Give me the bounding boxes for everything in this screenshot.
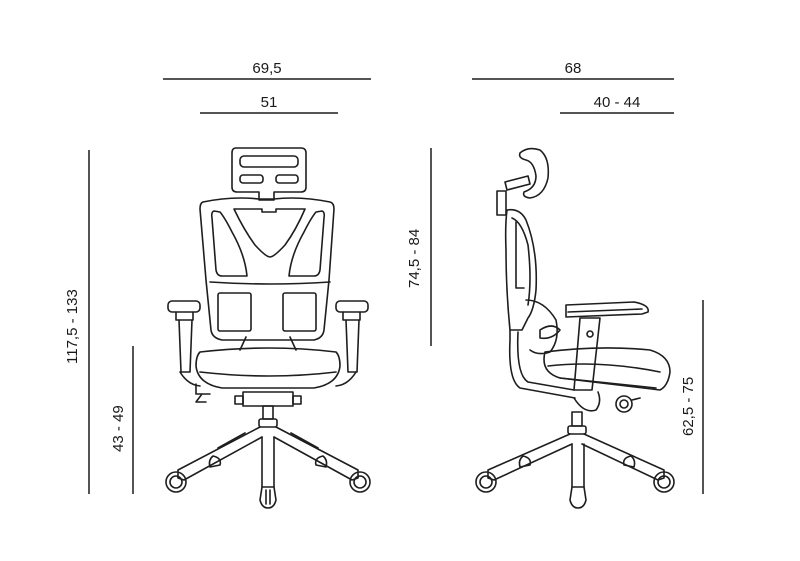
dimension-line-seat-height	[132, 346, 134, 494]
dimension-label-overall-depth: 68	[564, 60, 582, 77]
front-view-chair-illustration	[165, 147, 371, 509]
dimension-label-seat-width: 51	[260, 94, 278, 111]
dimension-line-overall-depth	[472, 78, 674, 80]
side-view-chair-illustration	[475, 147, 675, 509]
dimension-line-overall-width	[163, 78, 371, 80]
dimension-label-overall-width: 69,5	[252, 60, 282, 77]
dimension-label-seat-depth: 40 - 44	[593, 94, 641, 111]
dimension-line-backrest-height	[430, 148, 432, 346]
dimension-line-seat-depth	[560, 112, 674, 114]
dimension-line-seat-width	[200, 112, 338, 114]
dimension-line-armrest-height	[702, 300, 704, 494]
dimension-line-overall-height	[88, 150, 90, 494]
